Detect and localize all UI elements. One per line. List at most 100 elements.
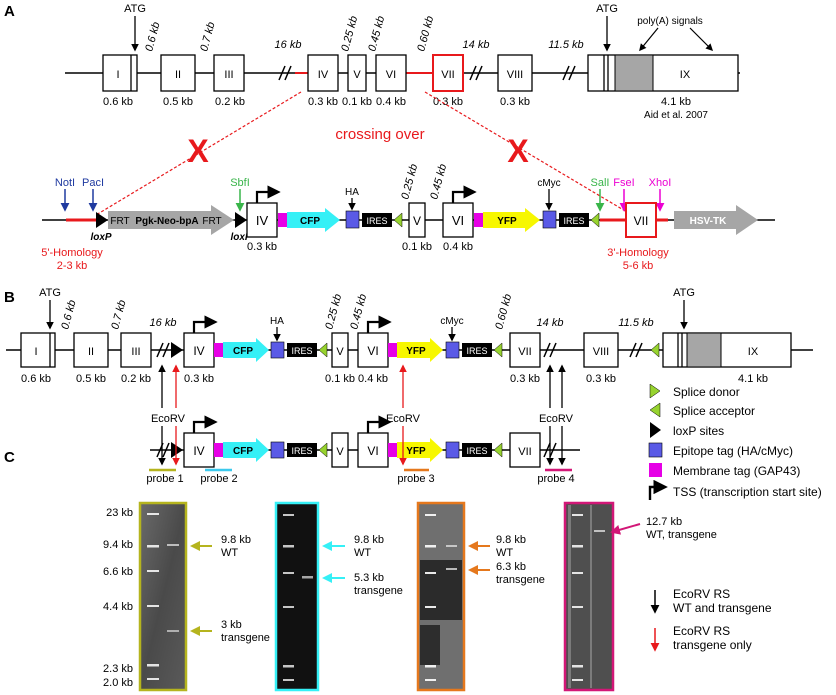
loxp-1-label-a: loxP <box>90 232 111 243</box>
exon-6-b-label: VI <box>367 344 378 358</box>
vec-intron-4: 0.25 kb <box>399 163 420 201</box>
ires-2-c <box>462 443 492 457</box>
break-c2 <box>543 442 557 458</box>
exon-5-c <box>331 432 349 468</box>
svg-text:II: II <box>175 69 181 81</box>
blot-4-band-1b: WT, transgene <box>646 529 717 541</box>
blot-1-band-1b: WT <box>221 547 238 559</box>
svg-text:III: III <box>131 346 140 358</box>
blot-1 <box>138 501 188 692</box>
membrane-tag-1-c <box>214 443 223 457</box>
cfp-c <box>223 438 269 462</box>
size-e1-a: 0.6 kb <box>103 96 133 108</box>
acceptor-1-b <box>318 342 328 358</box>
probe-2-label: probe 2 <box>200 473 237 485</box>
cfp-label-c: CFP <box>233 446 253 457</box>
membrane-tag-1-b <box>214 343 223 357</box>
svg-text:IX: IX <box>680 69 691 81</box>
legend: Splice donor Splice acceptor loxP sites … <box>648 383 822 652</box>
size-e5-a: 0.1 kb <box>342 96 372 108</box>
site-xhoi: XhoI <box>649 177 672 189</box>
exon-3-a: III <box>213 54 245 92</box>
tss-arrow-2-b <box>366 315 392 333</box>
ires-1-c <box>287 443 317 457</box>
exon-5-c-label: V <box>336 446 344 458</box>
blot-1-band-1: 9.8 kb <box>221 534 251 546</box>
legend-epitope: Epitope tag (HA/cMyc) <box>673 444 793 458</box>
cfp-a <box>287 208 340 232</box>
cross-dash-right <box>424 91 633 216</box>
epitope-1-c <box>270 441 285 459</box>
ha-label-a: HA <box>345 187 359 198</box>
blot-3-band-2b: transgene <box>496 574 545 586</box>
ires-2-a <box>559 213 589 227</box>
intron-4-a: 0.25 kb <box>339 15 360 53</box>
intron-7-a: 14 kb <box>463 39 490 51</box>
ecorv-b-label-3: EcoRV <box>539 413 574 425</box>
crossing-over-label: crossing over <box>335 126 424 143</box>
ladder-2-3: 2.3 kb <box>103 663 133 675</box>
exon-3-b: III <box>120 332 152 368</box>
legend-rs-both-2: WT and transgene <box>673 601 772 615</box>
exon-7-c <box>509 432 541 468</box>
homology3-size: 5-6 kb <box>623 260 654 272</box>
exon-2-a: II <box>160 54 196 92</box>
panel-c: C IV CFP IRES V VI YFP IRES VII <box>4 415 717 692</box>
size-e4-a: 0.3 kb <box>308 96 338 108</box>
yfp-a <box>483 208 540 232</box>
size-e9-b: 4.1 kb <box>738 373 768 385</box>
size-e2-b: 0.5 kb <box>76 373 106 385</box>
intron-5-b: 0.45 kb <box>348 293 369 331</box>
exon-4-a: IV <box>307 54 339 92</box>
exon-5-b <box>331 332 349 368</box>
atg-2-b: ATG <box>673 287 695 299</box>
site-noti: NotI <box>55 177 75 189</box>
site-fsei: FseI <box>613 177 634 189</box>
acceptor-1-c <box>318 442 328 458</box>
cfp-b <box>223 338 269 362</box>
exon-1-a: I <box>102 54 138 92</box>
tss-arrow-2-c <box>366 415 392 433</box>
exon-2-b: II <box>73 332 109 368</box>
atg-1-a: ATG <box>124 3 146 15</box>
ires-1-label-a: IRES <box>366 216 387 226</box>
svg-text:VIII: VIII <box>507 69 524 81</box>
legend-rs-tg-2: transgene only <box>673 638 752 652</box>
size-e6-b: 0.4 kb <box>358 373 388 385</box>
panel-label-b: B <box>4 289 15 306</box>
cross-x-left: X <box>187 133 209 169</box>
exon-6-c-label: VI <box>367 444 378 458</box>
cmyc-label-b: cMyc <box>440 316 463 327</box>
vec-exon-7 <box>625 202 657 238</box>
probe-4-label: probe 4 <box>537 473 574 485</box>
loxp-2-label-a: loxP <box>230 232 251 243</box>
size-e7-b: 0.3 kb <box>510 373 540 385</box>
ecorv-b-label-1: EcoRV <box>151 413 186 425</box>
epitope-cmyc-a <box>542 210 557 229</box>
exon-8-b: VIII <box>583 332 619 368</box>
exon-4-c-label: IV <box>193 444 204 458</box>
exon-4-b <box>183 332 215 368</box>
ladder-2-0: 2.0 kb <box>103 677 133 689</box>
break-a1 <box>278 65 292 81</box>
cfp-label-b: CFP <box>233 346 253 357</box>
intron-2-b: 0.7 kb <box>109 299 128 331</box>
svg-text:V: V <box>353 69 361 81</box>
ires-2-label-c: IRES <box>466 446 487 456</box>
legend-tss: TSS (transcription start site) <box>673 485 822 499</box>
intron-2-a: 0.7 kb <box>198 21 217 53</box>
exon-9-b: IX <box>662 332 792 368</box>
size-e3-a: 0.2 kb <box>215 96 245 108</box>
vec-intron-5: 0.45 kb <box>428 163 449 201</box>
homology5-label: 5'-Homology <box>41 247 103 259</box>
ires-1-label-b: IRES <box>291 346 312 356</box>
loxp-c <box>171 442 183 458</box>
atg-2-a: ATG <box>596 3 618 15</box>
yfp-label-c: YFP <box>406 446 426 457</box>
membrane-tag-2-b <box>388 343 397 357</box>
break-b2 <box>543 342 557 358</box>
ires-2-label-b: IRES <box>466 346 487 356</box>
membrane-tag-2-c <box>388 443 397 457</box>
homology3-label: 3'-Homology <box>607 247 669 259</box>
loxp-2-a <box>235 212 247 228</box>
